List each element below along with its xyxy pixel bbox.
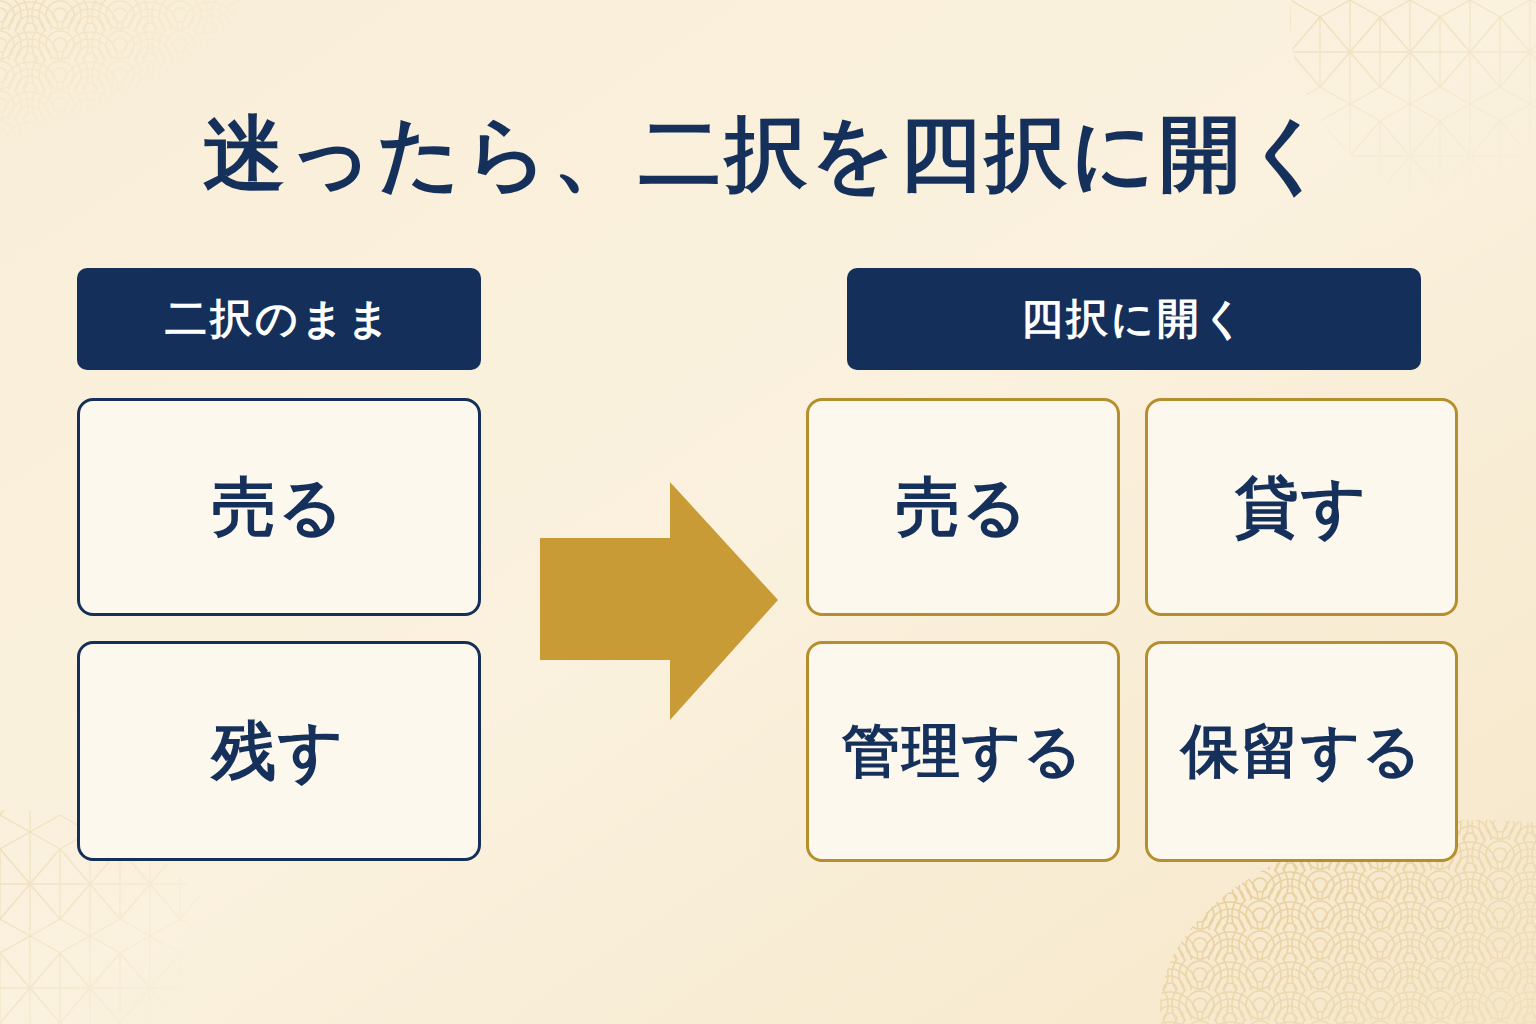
option-label: 売る [212,464,346,551]
block-arrow [540,482,778,720]
option-label: 管理する [842,713,1084,791]
header-text: 四択に開く [1021,291,1248,347]
option-box: 管理する [806,641,1120,862]
option-label: 保留する [1181,713,1423,791]
header-band: 四択に開く [847,268,1421,370]
option-label: 貸す [1235,464,1369,551]
header-text: 二択のまま [165,291,393,347]
title: 迷ったら、二択を四択に開く [0,100,1536,210]
option-box: 売る [77,398,481,616]
option-label: 売る [896,464,1030,551]
option-box: 貸す [1145,398,1458,616]
option-box: 残す [77,641,481,861]
option-label: 残す [212,708,346,795]
option-box: 売る [806,398,1120,616]
header-band: 二択のまま [77,268,481,370]
option-box: 保留する [1145,641,1458,862]
